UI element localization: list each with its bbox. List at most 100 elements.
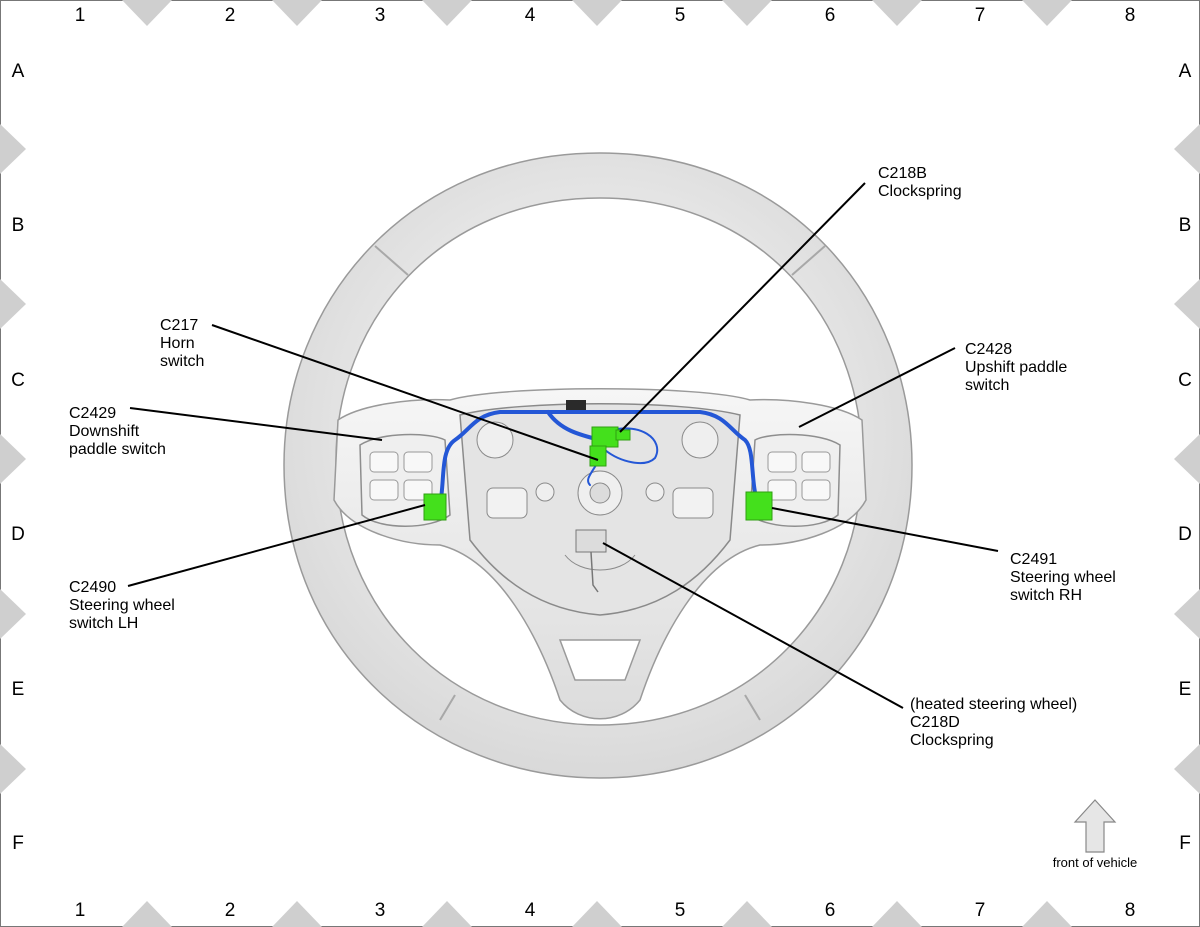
leader-c2429 [129,407,383,441]
callout-line: switch [160,353,204,370]
row-label: B [12,215,25,236]
column-label: 3 [375,5,386,26]
callout-line: Upshift paddle [965,359,1067,376]
backplate-center-hole [589,482,611,504]
clockspring-tab [566,400,586,412]
callout-line: Clockspring [878,183,962,200]
backplate-hole [645,482,665,502]
callout-line: Steering wheel [1010,569,1116,586]
row-label: C [11,370,25,391]
c218d-lead [590,551,599,593]
callout-c218d: (heated steering wheel) C218D Clocksprin… [910,696,1077,749]
c218d-connector-body [575,529,607,553]
backplate-hole [535,482,555,502]
callout-line: Downshift [69,423,140,440]
leader-c217 [211,324,599,461]
right-switch-button [767,451,797,473]
column-label: 6 [825,900,836,921]
callout-line: (heated steering wheel) [910,696,1077,713]
c218b-connector [591,426,619,448]
c2491-connector [745,491,773,521]
column-label: 7 [975,900,986,921]
column-label: 8 [1125,900,1136,921]
callout-c2491: C2491 Steering wheel switch RH [1010,551,1116,604]
backplate-bracket [672,487,714,519]
row-label: E [12,679,25,700]
left-switch-button [403,451,433,473]
grid-row-labels-left: A B C D E F [11,61,25,854]
column-label: 5 [675,900,686,921]
rim-seam-lines [374,245,826,721]
harness-branch [604,427,658,465]
backplate-boss [681,421,719,459]
left-switch-button [369,451,399,473]
row-label: A [12,61,25,82]
backplate-bracket [486,487,528,519]
callout-line: paddle switch [69,441,166,458]
row-label: D [1178,524,1192,545]
right-switch-button [801,479,831,501]
callout-line: C218B [878,165,927,182]
row-label: F [1179,833,1191,854]
backplate-contour [564,554,636,571]
leader-c218b [619,182,866,433]
grid-column-labels-top: 1 2 3 4 5 6 7 8 [75,5,1136,26]
steering-wheel-rim [283,152,913,779]
c2490-connector [423,493,447,521]
c218b-connector-latch [615,429,631,441]
row-label: B [1179,215,1192,236]
callout-line: C218D [910,714,960,731]
column-label: 8 [1125,5,1136,26]
callout-c2428: C2428 Upshift paddle switch [965,341,1067,394]
row-label: C [1178,370,1192,391]
leader-c218d [602,542,904,709]
row-label: D [11,524,25,545]
callout-line: Horn [160,335,195,352]
grid-row-labels-right: A B C D E F [1178,61,1192,854]
hub-lower-opening [558,639,642,681]
callout-line: C2490 [69,579,116,596]
column-label: 7 [975,5,986,26]
column-label: 2 [225,5,236,26]
callout-line: Steering wheel [69,597,175,614]
callout-line: C2429 [69,405,116,422]
column-label: 1 [75,900,86,921]
steering-wheel [283,152,913,779]
callout-c2490: C2490 Steering wheel switch LH [69,579,175,632]
callout-c218b: C218B Clockspring [878,165,962,200]
leader-c2490 [127,504,426,587]
harness-main-loop [438,410,760,507]
column-label: 6 [825,5,836,26]
left-switch-button [369,479,399,501]
column-label: 4 [525,900,536,921]
row-label: F [12,833,24,854]
callout-line: C2491 [1010,551,1057,568]
leader-lines [127,182,999,709]
callout-line: switch LH [69,615,138,632]
connectors [423,426,773,521]
leader-c2491 [771,507,999,552]
column-label: 2 [225,900,236,921]
column-label: 4 [525,5,536,26]
grid-column-labels-bottom: 1 2 3 4 5 6 7 8 [75,900,1136,921]
front-of-vehicle-indicator: front of vehicle [1053,799,1137,870]
callout-c217: C217 Horn switch [160,317,204,370]
arrow-up-icon [1073,799,1117,853]
callout-line: C2428 [965,341,1012,358]
right-switch-button [767,479,797,501]
column-label: 3 [375,900,386,921]
column-label: 1 [75,5,86,26]
row-label: E [1179,679,1192,700]
callout-line: C217 [160,317,198,334]
right-switch-button [801,451,831,473]
callout-line: switch RH [1010,587,1082,604]
c217-connector [589,445,607,467]
callout-line: Clockspring [910,732,994,749]
column-label: 5 [675,5,686,26]
leader-c2428 [798,347,956,428]
callout-c2429: C2429 Downshift paddle switch [69,405,166,458]
row-label: A [1179,61,1192,82]
